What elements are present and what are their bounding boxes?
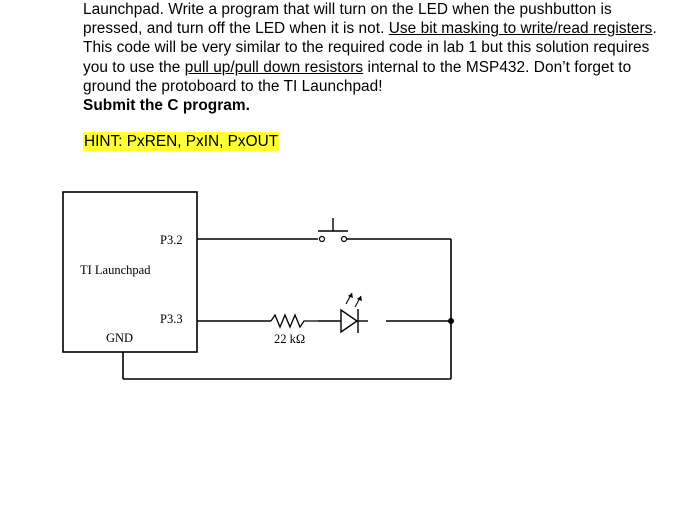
launchpad-label: TI Launchpad [80, 263, 151, 277]
pin-p33-label: P3.3 [160, 312, 183, 326]
problem-line-5: ground the protoboard to the TI Launchpa… [83, 77, 383, 95]
hint-highlight: HINT: PxREN, PxIN, PxOUT [83, 132, 280, 151]
led-icon [318, 292, 368, 334]
problem-line-3: This code will be very similar to the re… [83, 39, 650, 57]
pin-gnd-label: GND [106, 331, 133, 345]
launchpad-box [62, 191, 198, 353]
pushbutton-icon [318, 218, 348, 243]
bit-masking-underlined-text: Use bit masking to write/read registers [388, 20, 653, 38]
problem-line-2: pressed, and turn off the LED when it is… [83, 20, 657, 38]
resistor-label: 22 kΩ [274, 332, 305, 346]
problem-line-4: you to use the pull up/pull down resisto… [83, 58, 632, 76]
problem-statement: Launchpad. Write a program that will tur… [83, 0, 693, 115]
problem-line-1: Launchpad. Write a program that will tur… [83, 1, 612, 18]
resistor-icon [270, 313, 318, 329]
pull-resistors-underlined-text: pull up/pull down resistors [184, 58, 364, 76]
pin-p32-label: P3.2 [160, 233, 183, 247]
submit-instruction: Submit the C program. [83, 97, 250, 115]
